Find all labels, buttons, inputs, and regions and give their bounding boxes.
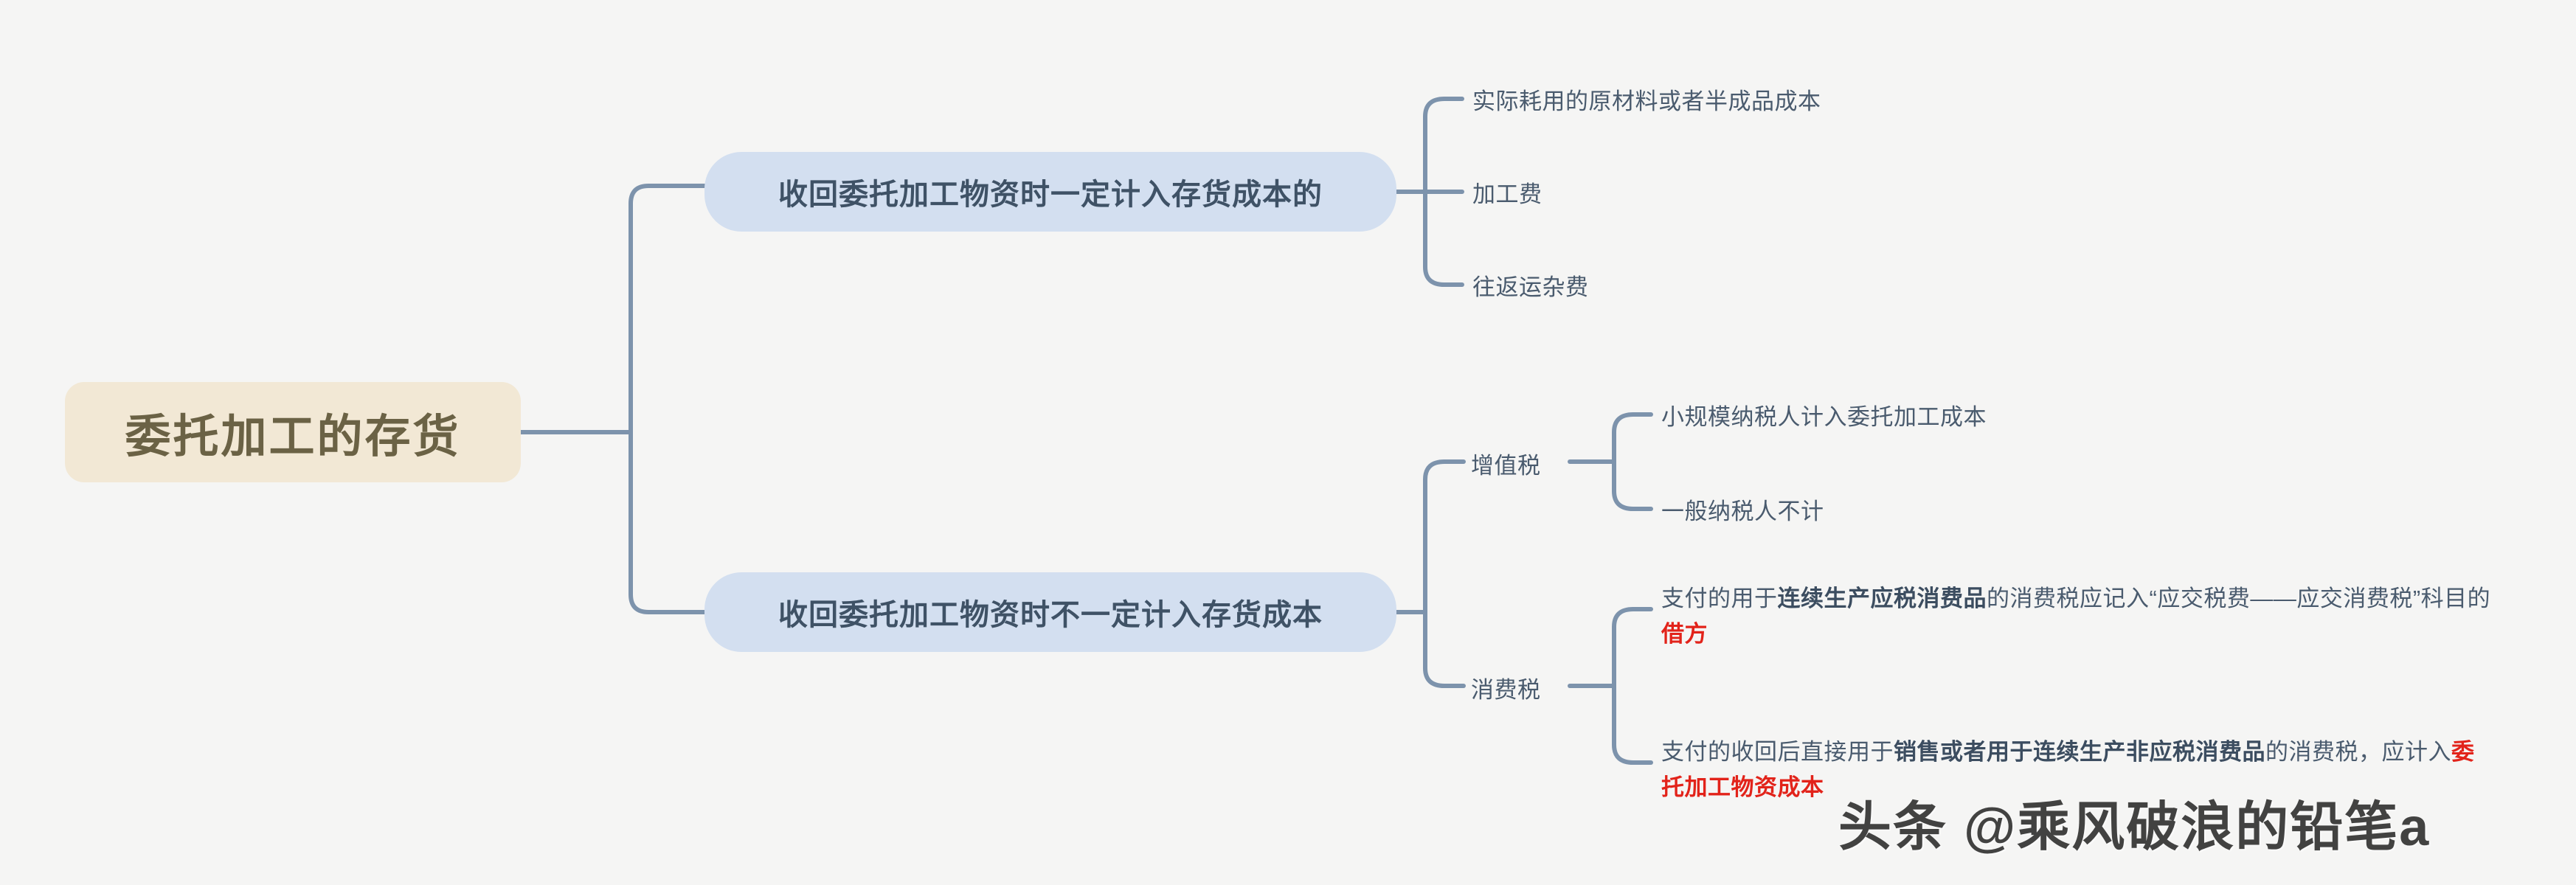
leaf-processing-fee[interactable]: 加工费 <box>1472 181 1543 207</box>
branch-node-label: 收回委托加工物资时不一定计入存货成本 <box>778 599 1323 631</box>
branch-node-label: 收回委托加工物资时一定计入存货成本的 <box>778 178 1323 211</box>
sub-node-consumption-tax[interactable]: 消费税 <box>1471 677 1541 703</box>
root-node-label: 委托加工的存货 <box>125 412 461 462</box>
text-segment-normal: 的消费税应记入“应交税费——应交消费税”科目的 <box>1987 586 2491 611</box>
branch-node-not-always-inventory-cost[interactable]: 收回委托加工物资时不一定计入存货成本 <box>704 572 1396 652</box>
text-segment-bold: 连续生产应税消费品 <box>1777 586 1987 611</box>
connector-root-to-branch-1 <box>629 184 707 434</box>
sub-node-vat[interactable]: 增值税 <box>1471 453 1541 479</box>
leaf-direct-sale-or-nontaxable[interactable]: 支付的收回后直接用于销售或者用于连续生产非应税消费品的消费税，应计入委托加工物资… <box>1661 735 2495 805</box>
connector-branch-1-spine <box>1423 97 1447 287</box>
text-segment-normal: 支付的收回后直接用于 <box>1661 739 1894 765</box>
text-segment-red: 借方 <box>1661 621 1708 648</box>
leaf-continuous-production-taxable[interactable]: 支付的用于连续生产应税消费品的消费税应记入“应交税费——应交消费税”科目的借方 <box>1661 581 2495 652</box>
leaf-small-scale-taxpayer[interactable]: 小规模纳税人计入委托加工成本 <box>1661 404 1987 430</box>
watermark-text: 头条 @乘风破浪的铅笔a <box>1838 798 2431 857</box>
text-segment-bold: 销售或者用于连续生产非应税消费品 <box>1894 739 2265 765</box>
connector-sub-2-1-spine <box>1612 412 1635 511</box>
text-segment-red: 委托加工物资成本 <box>1661 739 2475 801</box>
leaf-round-trip-freight[interactable]: 往返运杂费 <box>1472 274 1589 300</box>
text-segment-normal: 的消费税，应计入 <box>2265 739 2451 765</box>
branch-node-always-inventory-cost[interactable]: 收回委托加工物资时一定计入存货成本的 <box>704 152 1396 232</box>
root-node[interactable]: 委托加工的存货 <box>65 382 521 482</box>
leaf-raw-material-cost[interactable]: 实际耗用的原材料或者半成品成本 <box>1472 88 1821 114</box>
leaf-general-taxpayer[interactable]: 一般纳税人不计 <box>1661 499 1824 524</box>
connector-branch-2-spine <box>1423 459 1447 688</box>
connector-sub-2-2-spine <box>1612 607 1635 765</box>
connector-root-to-branch-2 <box>629 430 707 614</box>
text-segment-normal: 支付的用于 <box>1661 586 1778 611</box>
